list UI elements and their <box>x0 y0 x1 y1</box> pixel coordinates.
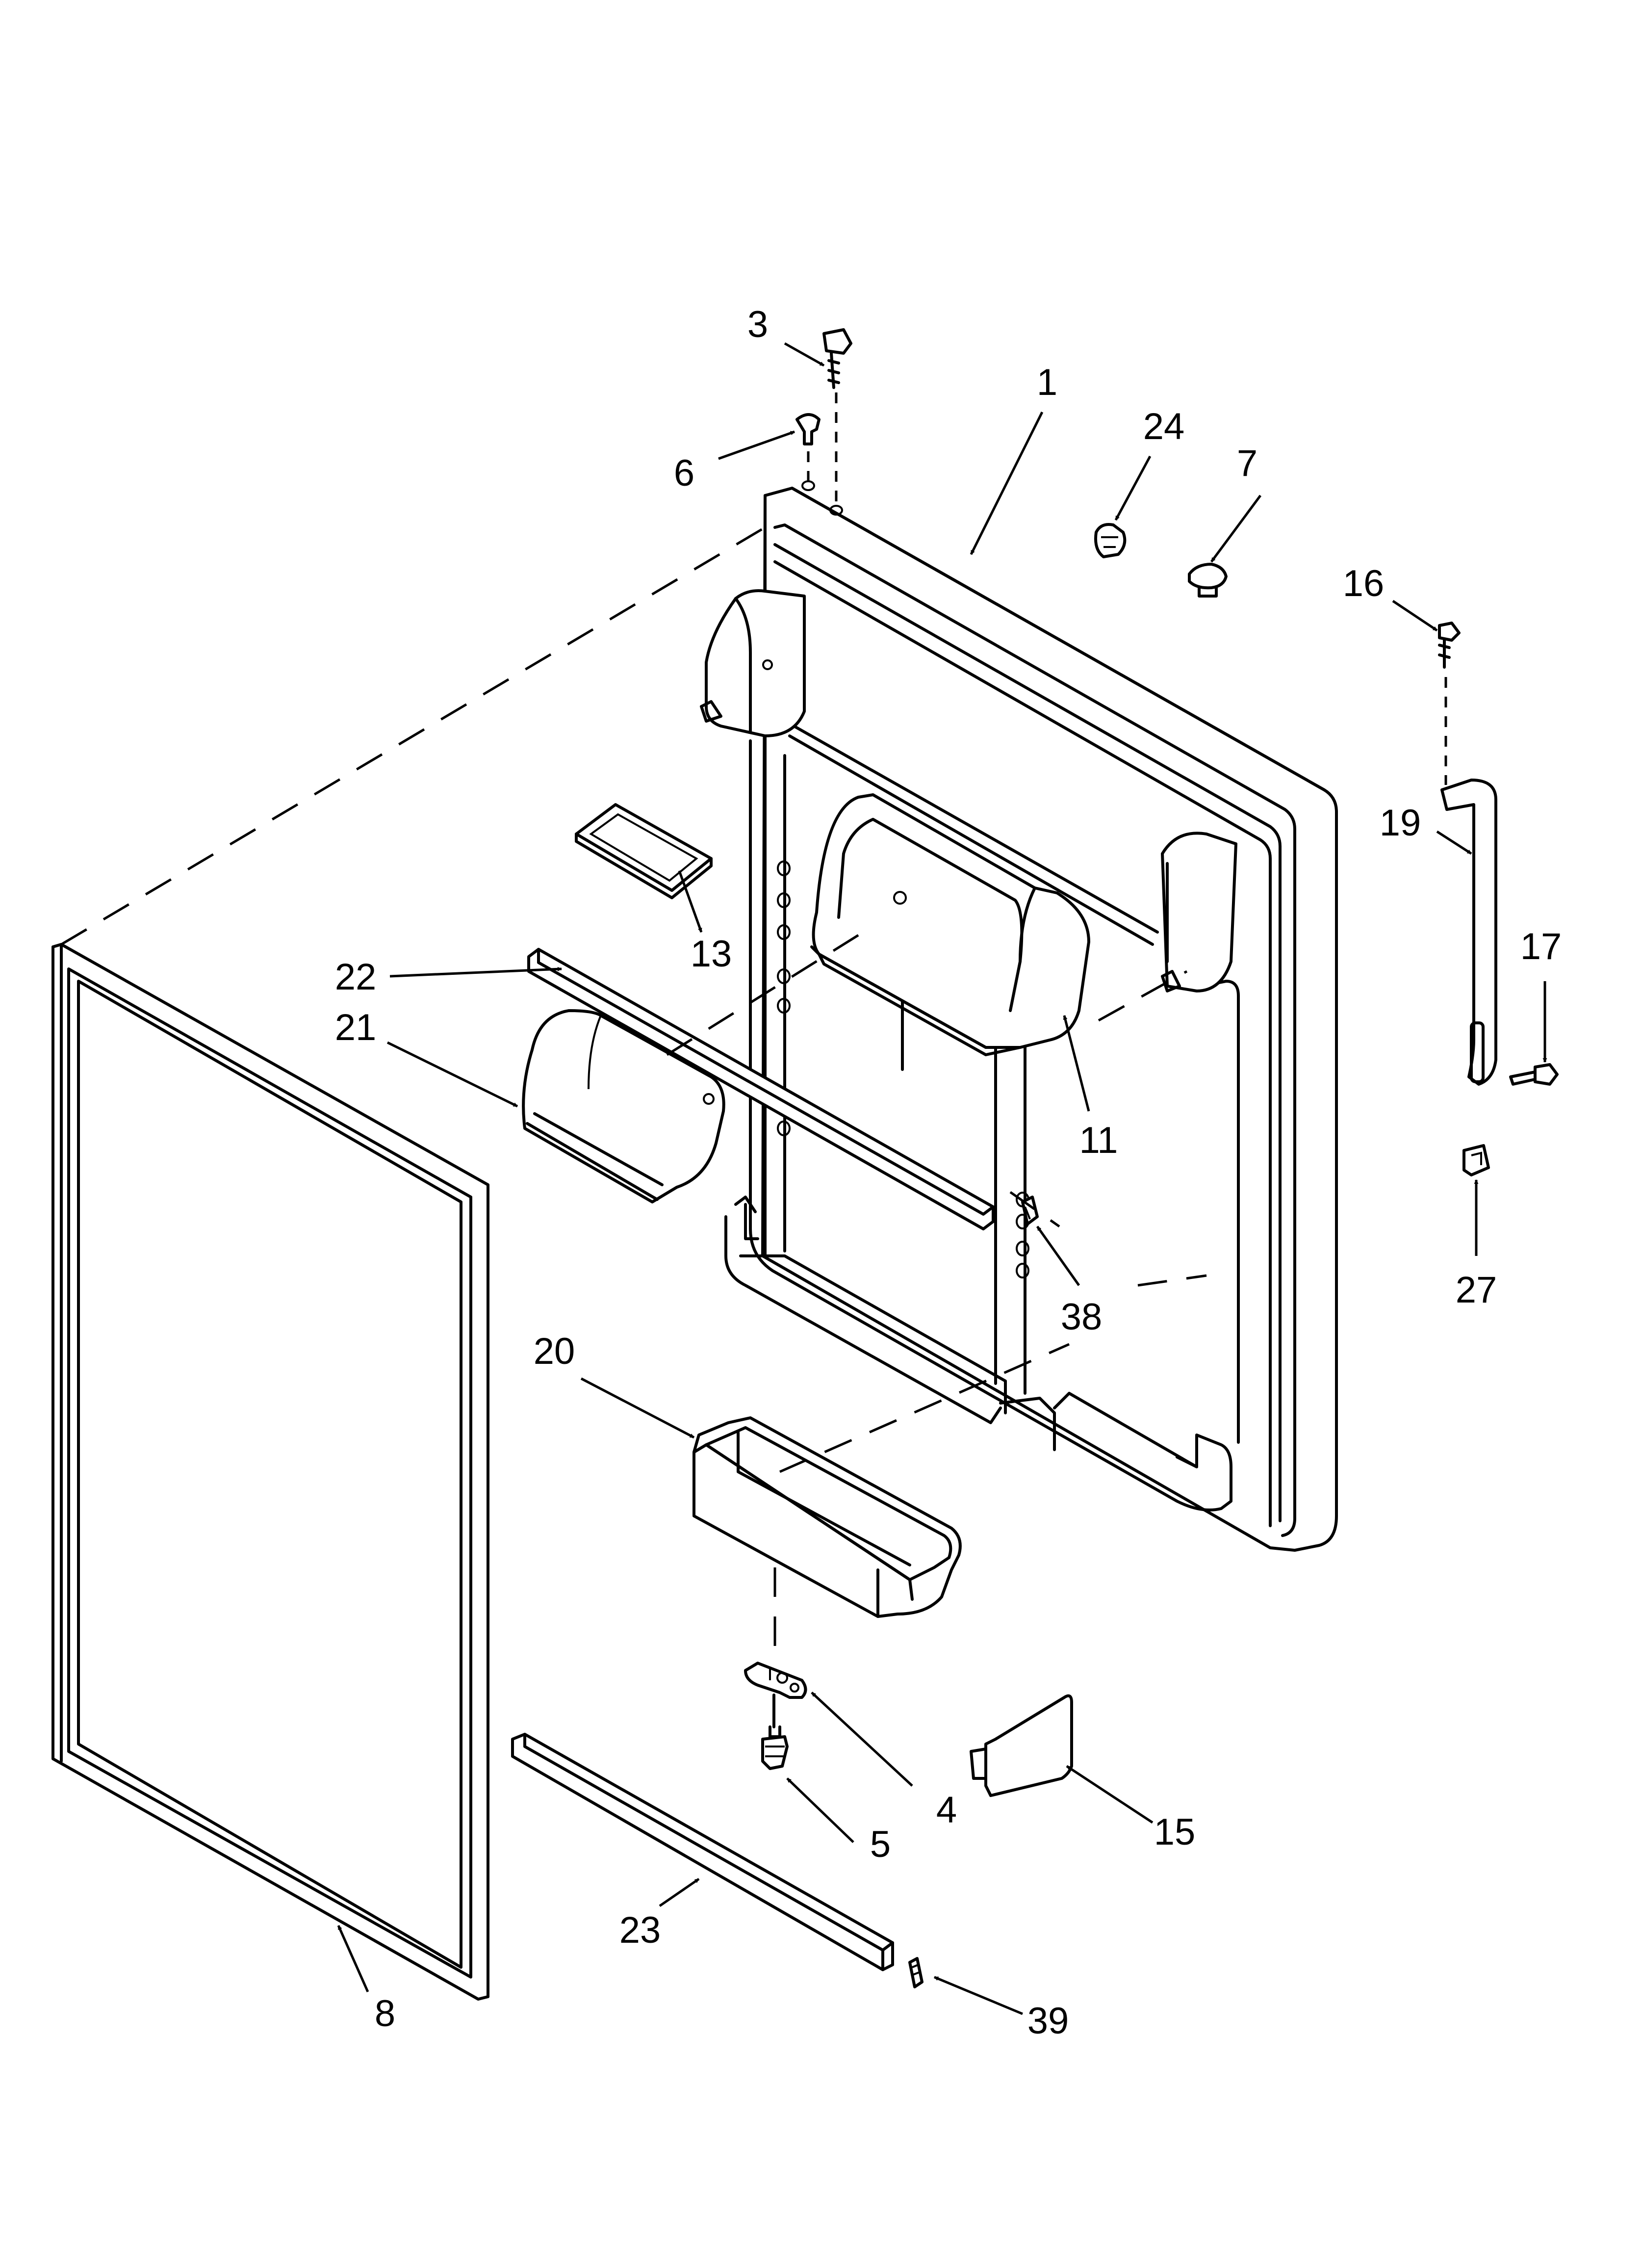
callout-3: 3 <box>747 304 768 345</box>
hole-plug <box>1188 563 1228 598</box>
callout-27: 27 <box>1456 1269 1497 1311</box>
callout-7: 7 <box>1237 443 1257 484</box>
callout-leaders <box>337 342 1547 2015</box>
access-cover <box>970 1694 1073 1797</box>
callout-15: 15 <box>1154 1811 1196 1853</box>
bottom-hinge <box>744 1662 807 1699</box>
trim-end-cap <box>908 1957 924 1988</box>
door-gasket <box>51 943 489 2001</box>
callout-4: 4 <box>936 1789 957 1831</box>
bottom-trim-strip <box>511 1733 894 1971</box>
handle-clip <box>1462 1144 1490 1176</box>
callout-20: 20 <box>534 1330 575 1372</box>
handle-side-screw <box>1509 1063 1559 1086</box>
door-bin <box>693 1416 962 1618</box>
dairy-center-housing <box>810 793 1090 1056</box>
door-stop-clip <box>1094 523 1127 558</box>
callout-8: 8 <box>375 1993 395 2034</box>
callout-11: 11 <box>1079 1120 1118 1161</box>
hinge-screw-top <box>822 328 852 516</box>
dairy-door-lid <box>575 803 713 899</box>
handle-screw <box>1438 622 1461 785</box>
callout-5: 5 <box>870 1824 891 1865</box>
callout-23: 22 <box>335 956 377 998</box>
callout-22: 21 <box>335 1007 377 1048</box>
callout-6: 6 <box>674 452 694 494</box>
callout-38: 38 <box>1061 1296 1103 1338</box>
hinge-pin-plug <box>795 413 821 491</box>
callout-21: 23 <box>619 1909 661 1951</box>
assembly-phantom-lines <box>60 526 1207 1663</box>
callout-39: 39 <box>1027 2000 1069 2042</box>
dairy-compartment <box>522 1009 725 1203</box>
callout-24: 24 <box>1143 406 1185 447</box>
callout-16: 16 <box>1343 563 1385 604</box>
hinge-screw-bottom <box>761 1694 789 1770</box>
door-handle <box>1440 779 1497 1086</box>
callout-19: 19 <box>1380 802 1421 844</box>
callout-13: 13 <box>691 933 732 975</box>
callout-17: 17 <box>1520 926 1562 967</box>
callout-1: 1 <box>1037 362 1057 403</box>
callout-labels: 3 1 24 7 6 16 19 17 13 22 21 11 27 38 20… <box>335 304 1562 2042</box>
